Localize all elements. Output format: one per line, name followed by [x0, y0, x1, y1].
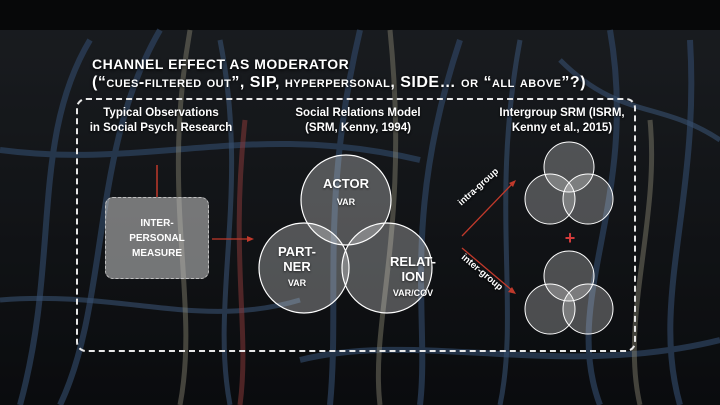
partner-name-line1: PART- [277, 244, 317, 259]
intra-group-arrow [461, 180, 516, 237]
relation-sub: VAR/COV [392, 288, 434, 298]
actor-sub: VAR [336, 197, 356, 207]
column-heading-isrm-line1: Intergroup SRM (ISRM, [499, 107, 625, 119]
intra-circle-left [524, 173, 576, 225]
inter-circle-left [524, 283, 576, 335]
relation-label: RELAT- ION VAR/COV [380, 254, 446, 299]
isrm-inter-venn [524, 250, 614, 335]
partner-sub: VAR [287, 278, 307, 288]
partner-label: PART- NER VAR [264, 244, 330, 289]
inter-circle-right [562, 283, 614, 335]
relation-name-line1: RELAT- [390, 254, 436, 269]
slide-subtitle: (“cues-filtered out”, SIP, hyperpersonal… [92, 74, 587, 91]
intra-circle-top [543, 141, 595, 193]
partner-name-line2: NER [283, 259, 311, 274]
dashed-frame [76, 98, 636, 352]
relation-name-line2: ION [401, 269, 425, 284]
partner-circle [258, 222, 350, 314]
measure-label-line2: PERSONAL [129, 232, 185, 244]
column-heading-isrm: Intergroup SRM (ISRM, Kenny et al., 2015… [492, 106, 632, 136]
actor-circle [300, 154, 392, 246]
column-heading-typical: Typical Observations in Social Psych. Re… [86, 106, 236, 136]
measure-label-line3: MEASURE [131, 247, 182, 259]
column-heading-srm-line1: Social Relations Model [295, 107, 421, 119]
relation-circle [341, 222, 433, 314]
column-heading-typical-line1: Typical Observations [103, 107, 219, 119]
actor-name: ACTOR [323, 176, 369, 191]
slide-title: CHANNEL EFFECT AS MODERATOR [92, 56, 350, 72]
isrm-intra-venn [524, 141, 614, 225]
column-heading-srm: Social Relations Model (SRM, Kenny, 1994… [278, 106, 438, 136]
inter-circle-top [543, 250, 595, 302]
interpersonal-measure-box: INTER- PERSONAL MEASURE [105, 197, 209, 279]
column-heading-srm-line2: (SRM, Kenny, 1994) [305, 122, 411, 134]
measure-label-line1: INTER- [140, 217, 174, 229]
intra-circle-right [562, 173, 614, 225]
inter-group-arrow [461, 247, 516, 294]
actor-label: ACTOR VAR [316, 176, 376, 208]
measure-to-venn-arrow [212, 236, 254, 242]
plus-sign: + [564, 228, 576, 248]
column-heading-typical-line2: in Social Psych. Research [89, 122, 233, 134]
column-heading-isrm-line2: Kenny et al., 2015) [511, 122, 613, 134]
